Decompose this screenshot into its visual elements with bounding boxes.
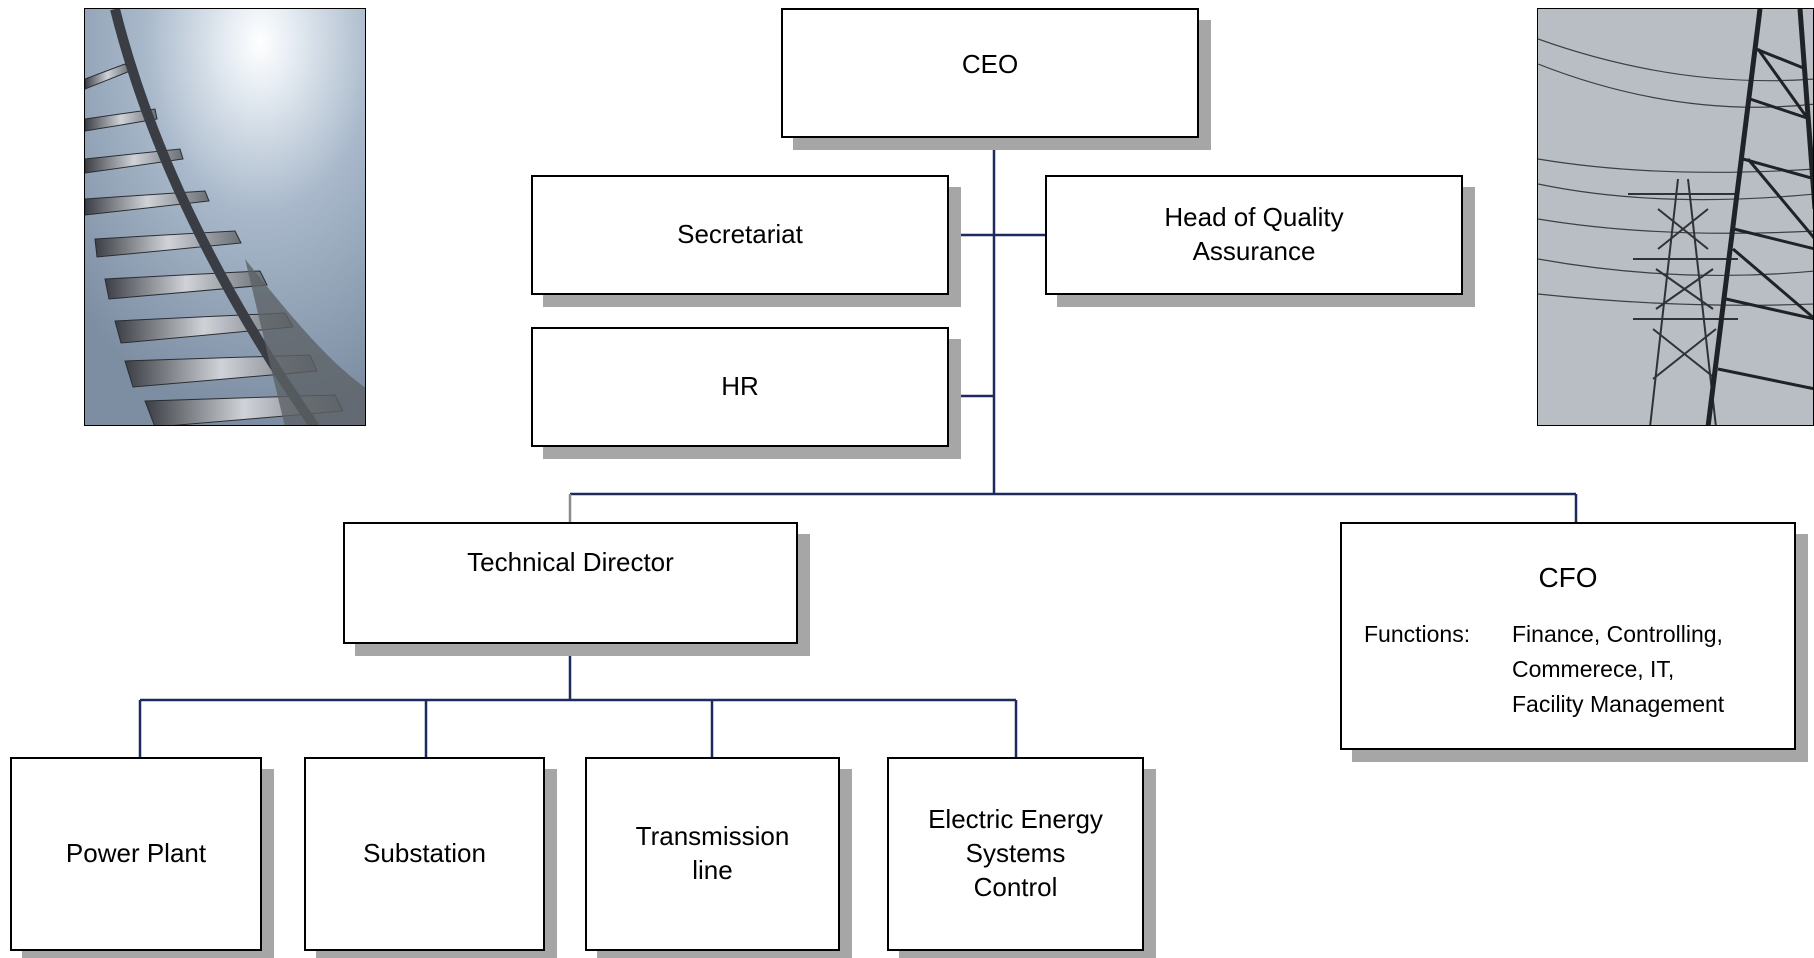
transmission-line-label: Transmission line [635, 821, 790, 885]
cfo-function-line: Commerece, IT, [1512, 656, 1675, 682]
cfo-function-line: Facility Management [1512, 691, 1725, 717]
technical-director-label: Technical Director [467, 547, 674, 577]
secretariat-box: Secretariat [531, 175, 949, 295]
quality-assurance-label: Head of Quality Assurance [1164, 202, 1344, 266]
secretariat-label: Secretariat [677, 219, 803, 250]
power-plant-box: Power Plant [10, 757, 262, 951]
power-pylons-photo [1537, 8, 1814, 426]
substation-label: Substation [363, 838, 486, 869]
cfo-label: CFO [1538, 562, 1598, 593]
hr-box: HR [531, 327, 949, 447]
power-plant-label: Power Plant [65, 838, 207, 869]
ceo-box: CEO [781, 8, 1199, 138]
cfo-functions-label: Functions: [1364, 621, 1471, 647]
quality-assurance-box: Head of Quality Assurance [1045, 175, 1463, 295]
cfo-function-line: Finance, Controlling, [1512, 621, 1723, 647]
technical-director-box: Technical Director [343, 522, 798, 644]
cfo-box: CFO Functions: Finance, Controlling, Com… [1340, 522, 1796, 750]
ceo-label: CEO [961, 49, 1019, 79]
substation-box: Substation [304, 757, 545, 951]
ees-control-box: Electric Energy Systems Control [887, 757, 1144, 951]
transmission-line-box: Transmission line [585, 757, 840, 951]
hr-label: HR [721, 371, 759, 402]
wind-turbine-photo [84, 8, 366, 426]
ees-control-label: Electric Energy Systems Control [928, 804, 1103, 902]
